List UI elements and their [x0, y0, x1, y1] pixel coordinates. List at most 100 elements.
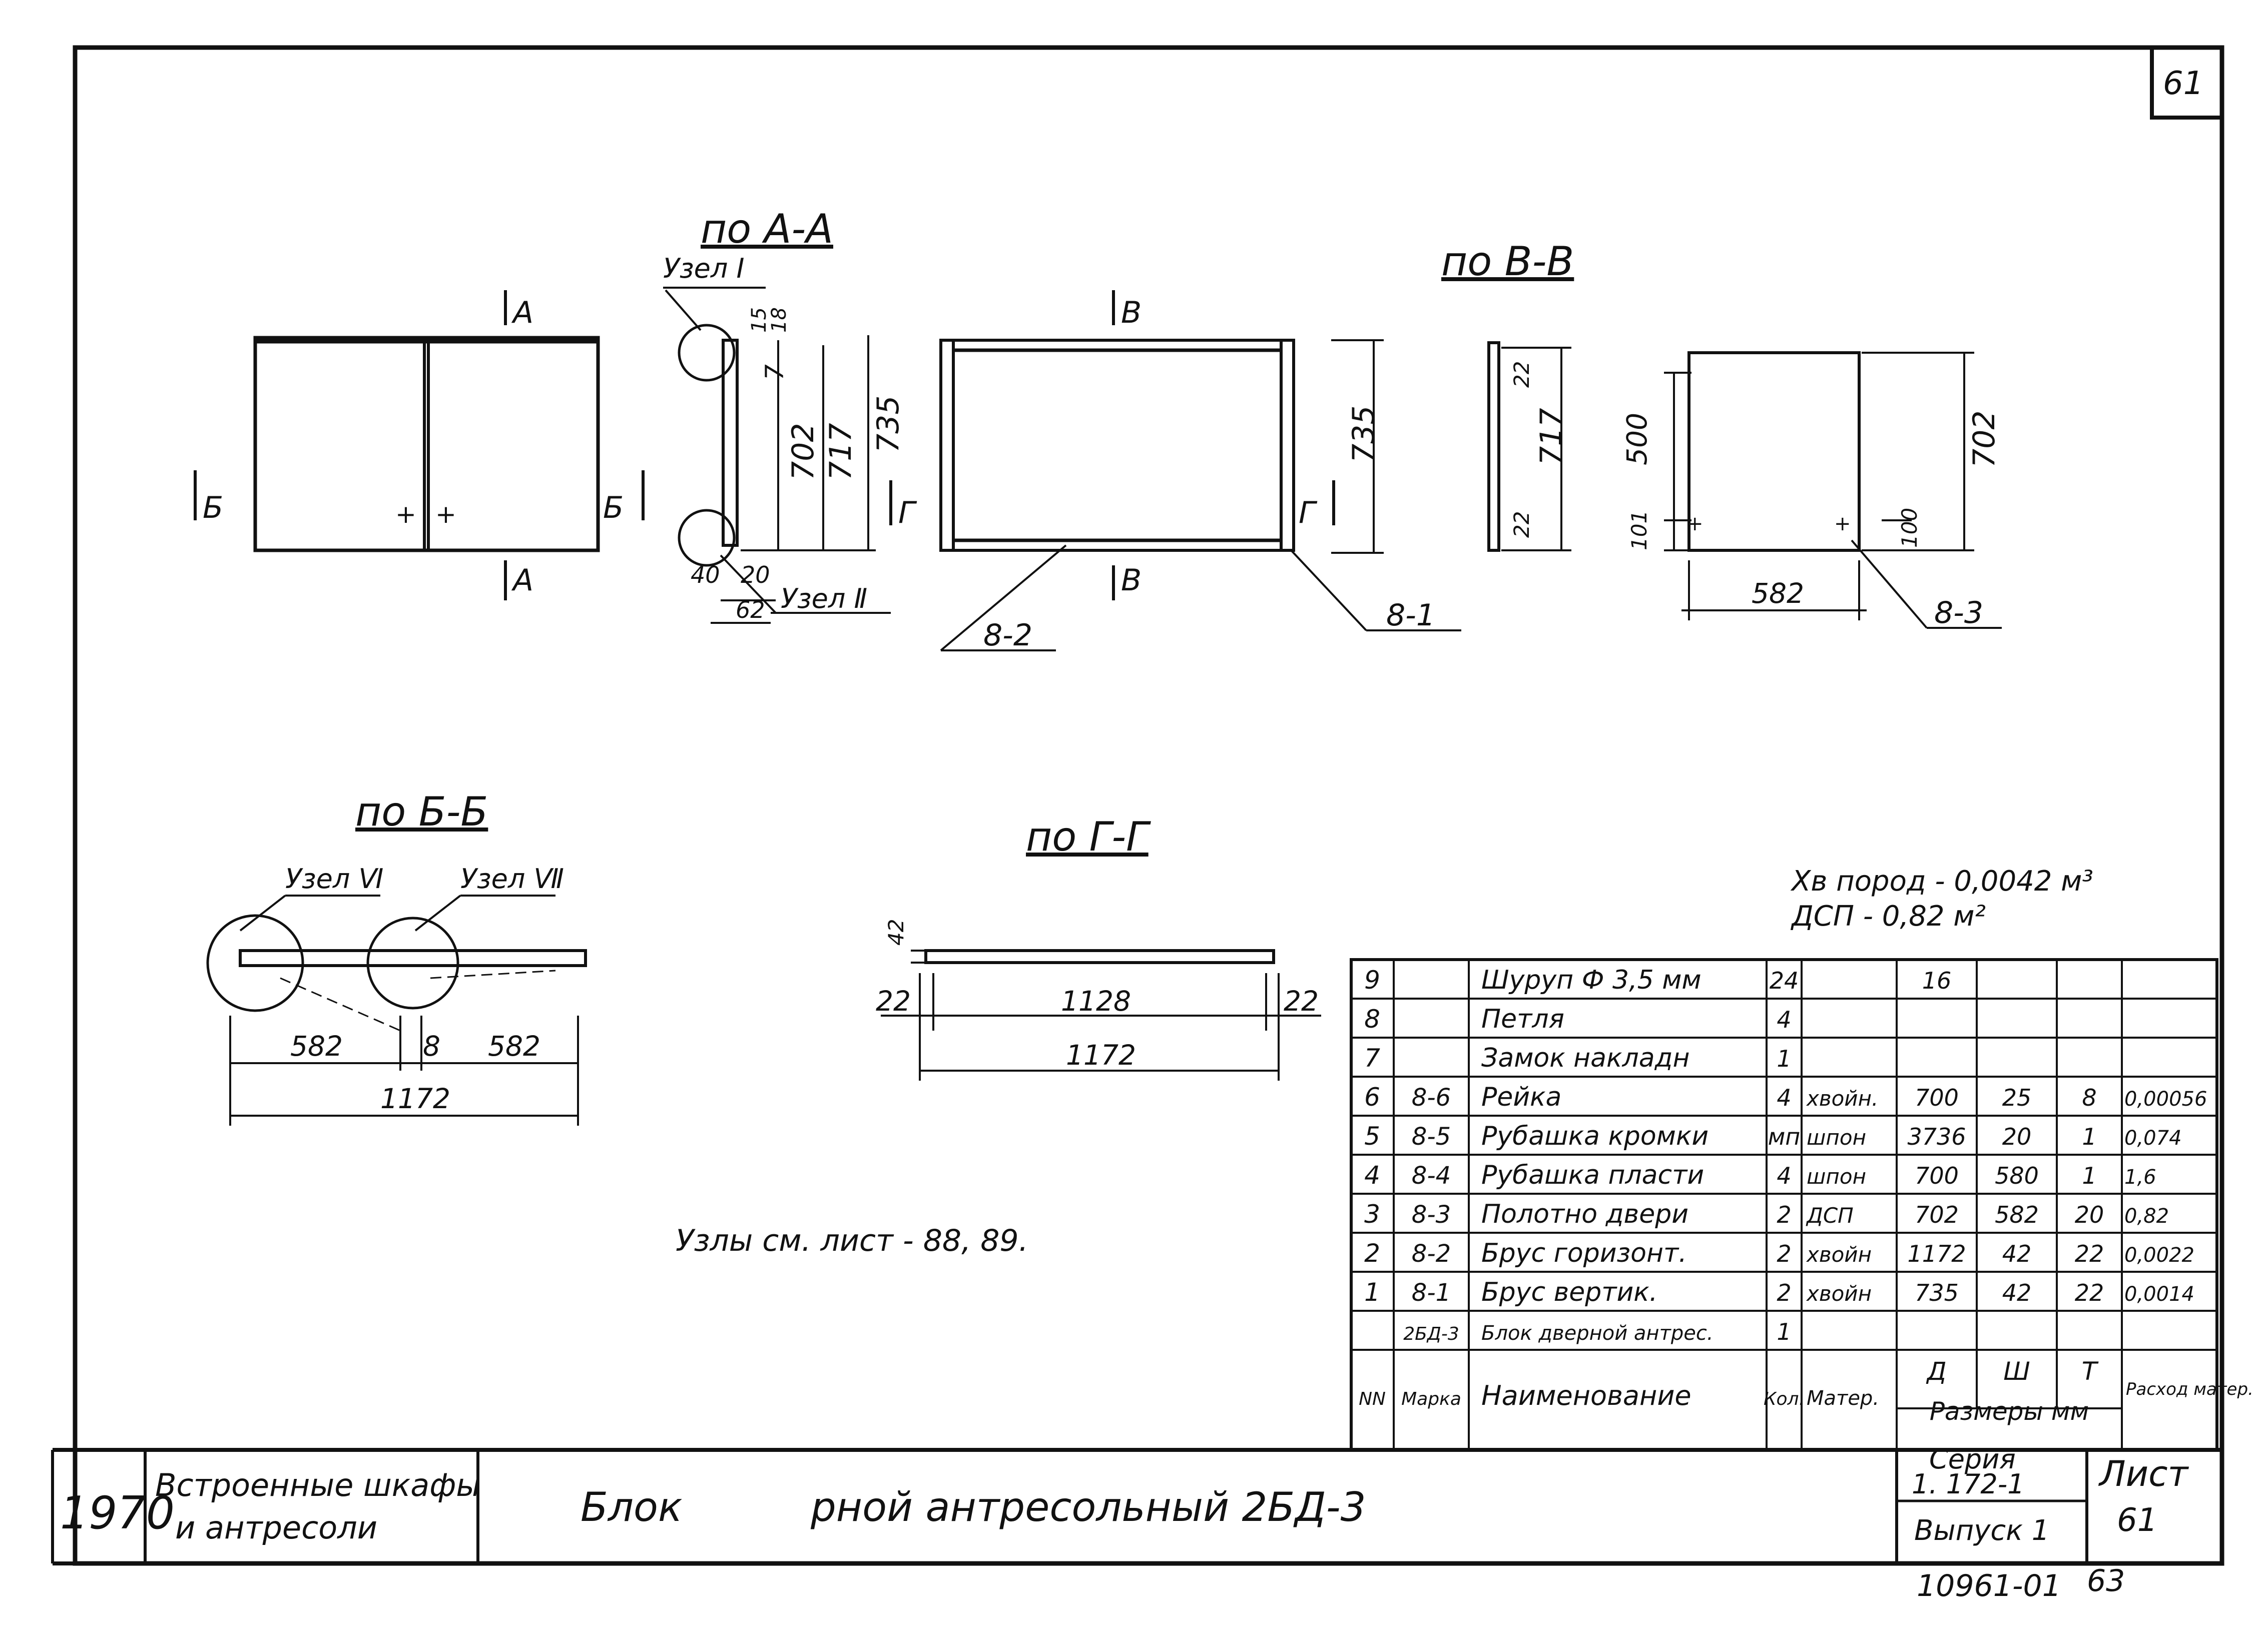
table-cell-qty: 2 — [1777, 1279, 1791, 1306]
table-cell-name: Петля — [1481, 1004, 1564, 1034]
svg-text:+: + — [1834, 512, 1851, 535]
sheet-label: Лист — [2098, 1453, 2189, 1494]
label-8-3: 8-3 — [1934, 595, 1983, 630]
svg-text:+: + — [395, 500, 416, 529]
svg-text:+: + — [1686, 512, 1704, 535]
svg-text:582: 582 — [488, 1030, 540, 1062]
cut-label-b-right: Б — [603, 490, 624, 525]
table-cell-t: 1 — [2082, 1162, 2096, 1189]
node-7-label: Узел Ⅶ — [460, 863, 564, 895]
table-cell-consumption: 1,6 — [2124, 1166, 2156, 1189]
table-cell-qty: 4 — [1777, 1162, 1791, 1189]
svg-text:101: 101 — [1627, 510, 1651, 550]
table-header-consumption: Расход матер. — [2126, 1379, 2253, 1399]
cut-label-a-bottom: A — [511, 563, 533, 598]
materials-line-1: Хв пород - 0,0042 м³ — [1790, 865, 2093, 898]
table-cell-nn: 2 — [1364, 1239, 1380, 1268]
series-label: Серия — [1929, 1443, 2016, 1475]
table-header-material: Матер. — [1807, 1387, 1879, 1410]
svg-text:40: 40 — [691, 561, 720, 588]
table-cell-d: 16 — [1922, 967, 1952, 994]
table-header-t: Т — [2082, 1357, 2099, 1386]
svg-text:735: 735 — [1346, 405, 1381, 463]
page-number: 63 — [2087, 1563, 2125, 1598]
nodes-note: Узлы см. лист - 88, 89. — [676, 1223, 1028, 1258]
table-cell-material: ДСП — [1806, 1203, 1854, 1228]
table-cell-consumption: 0,0014 — [2124, 1283, 2194, 1306]
table-cell-nn: 9 — [1364, 966, 1380, 995]
table-cell-qty: 2 — [1777, 1201, 1791, 1228]
section-bb-title: по Б-Б — [355, 788, 488, 835]
table-cell-nn: 1 — [1364, 1278, 1380, 1307]
front-view: + + A A Б Б — [194, 290, 645, 600]
year: 1970 — [60, 1487, 175, 1539]
sheet-value: 61 — [2117, 1502, 2157, 1539]
series-name-line-1: Встроенные шкафы — [155, 1467, 480, 1503]
panel-8-3: + + 500 101 702 100 582 8-3 — [1621, 351, 2002, 630]
table-header-nn: NN — [1359, 1389, 1386, 1409]
svg-text:15: 15 — [748, 307, 771, 333]
svg-text:582: 582 — [290, 1030, 343, 1062]
table-cell-w: 20 — [2002, 1123, 2032, 1150]
svg-text:717: 717 — [1534, 408, 1569, 465]
node-1-label: Узел Ⅰ — [663, 253, 744, 284]
table-cell-t: 1 — [2082, 1123, 2096, 1150]
table-cell-name: Рубашка кромки — [1481, 1121, 1709, 1151]
table-header-name: Наименование — [1481, 1380, 1691, 1411]
table-cell-consumption: 0,82 — [2124, 1205, 2169, 1228]
svg-text:+: + — [435, 500, 456, 529]
table-header-qty: Кол. — [1764, 1389, 1805, 1409]
series-value: 1. 172-1 — [1912, 1468, 2025, 1500]
table-cell-d: 735 — [1915, 1279, 1959, 1306]
table-cell-name: Блок дверной антрес. — [1481, 1322, 1714, 1345]
section-vv: по В-В 22 717 22 — [1441, 238, 1574, 552]
table-cell-mark: 8-3 — [1412, 1201, 1451, 1229]
issue: Выпуск 1 — [1914, 1514, 2049, 1547]
table-cell-t: 8 — [2082, 1084, 2096, 1111]
table-cell-qty: 4 — [1777, 1084, 1791, 1111]
node-2-label: Узел Ⅱ — [781, 583, 867, 614]
table-cell-name: Рейка — [1481, 1082, 1561, 1112]
table-cell-mark: 8-5 — [1412, 1123, 1451, 1151]
table-cell-name: Замок накладн — [1481, 1043, 1690, 1073]
table-cell-nn: 5 — [1364, 1122, 1380, 1151]
cut-label-v-bottom: В — [1121, 563, 1142, 598]
table-cell-d: 700 — [1915, 1162, 1959, 1189]
svg-text:735: 735 — [871, 395, 906, 453]
table-cell-material: хвойн — [1806, 1242, 1872, 1267]
table-cell-consumption: 0,0022 — [2124, 1244, 2194, 1267]
cut-label-b-left: Б — [203, 490, 223, 525]
title-rest: рной антресольный 2БД-3 — [810, 1484, 1366, 1530]
section-aa: по А-А Узел Ⅰ Узел Ⅱ 15 18 7 702 717 735… — [663, 206, 906, 624]
label-8-2: 8-2 — [983, 618, 1032, 653]
section-vv-title: по В-В — [1441, 238, 1574, 285]
corner-sheet-number: 61 — [2163, 65, 2203, 102]
materials-line-2: ДСП - 0,82 м² — [1790, 900, 1986, 933]
table-header-sizes: Размеры мм — [1930, 1397, 2089, 1426]
title-block: 1970 Встроенные шкафы и антресоли Блок р… — [51, 1443, 2222, 1603]
table-cell-nn: 3 — [1364, 1200, 1380, 1229]
title-word-1: Блок — [581, 1484, 682, 1530]
section-bb: по Б-Б Узел Ⅵ Узел Ⅶ 582 8 582 1172 — [206, 788, 587, 1126]
table-cell-d: 700 — [1915, 1084, 1959, 1111]
svg-text:702: 702 — [1967, 410, 2002, 468]
frame-view: В В Г Г 735 8-2 8-1 — [889, 290, 1461, 653]
svg-text:20: 20 — [741, 561, 770, 588]
table-cell-name: Рубашка пласти — [1481, 1160, 1704, 1190]
table-cell-mark: 2БД-3 — [1403, 1324, 1459, 1344]
svg-text:42: 42 — [884, 919, 908, 946]
table-cell-mark: 8-4 — [1412, 1162, 1451, 1190]
table-cell-nn: 4 — [1364, 1161, 1380, 1190]
table-cell-mark: 8-2 — [1412, 1240, 1451, 1268]
table-cell-nn: 7 — [1364, 1044, 1380, 1073]
cut-label-g-left: Г — [898, 495, 917, 530]
corner-number-box — [2150, 46, 2224, 120]
svg-text:22: 22 — [1284, 985, 1319, 1017]
table-cell-consumption: 0,00056 — [2124, 1088, 2207, 1111]
table-cell-t: 20 — [2075, 1201, 2104, 1228]
table-cell-w: 42 — [2002, 1240, 2032, 1267]
table-header-mark: Марка — [1401, 1389, 1461, 1409]
section-aa-title: по А-А — [701, 206, 833, 252]
svg-text:62: 62 — [736, 596, 765, 623]
svg-text:8: 8 — [423, 1030, 440, 1062]
